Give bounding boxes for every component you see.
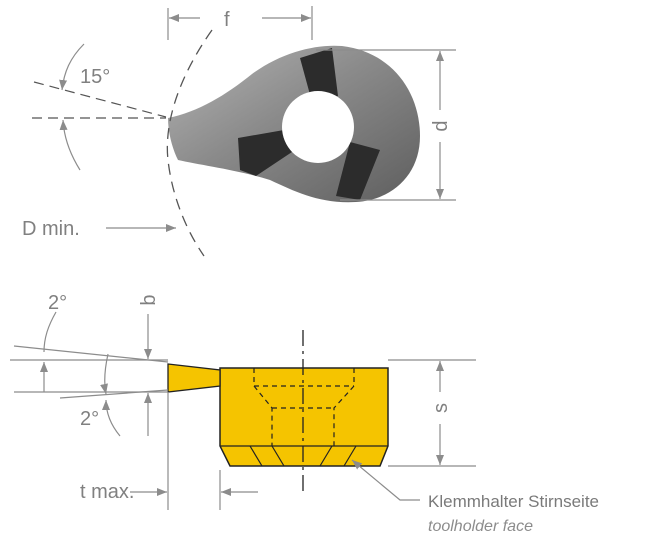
- angle-2-top-arc: [43, 311, 57, 353]
- label-angle-2-top: 2°: [48, 292, 67, 314]
- label-b: b: [138, 294, 160, 305]
- angle-2-bottom-line: [59, 389, 169, 399]
- angle-ref-slanted: [33, 81, 167, 118]
- angle-2-top-line: [13, 345, 169, 363]
- insert-side-body: [219, 367, 389, 467]
- insert-web-chamfers: [249, 445, 357, 467]
- label-f: f: [224, 9, 230, 31]
- label-holder-de: Klemmhalter Stirnseite: [428, 492, 599, 511]
- label-angle-15: 15°: [80, 66, 110, 88]
- label-angle-2-bottom: 2°: [80, 408, 99, 430]
- label-holder-en: toolholder face: [428, 518, 533, 535]
- angle-15-arc-upper: [59, 43, 85, 91]
- side-view: s b 2° 2° t max. Klemmhalter Stirnseite …: [10, 292, 599, 535]
- angle-2-bottom-arc-lower: [102, 399, 121, 437]
- label-d: d: [430, 120, 452, 131]
- holder-leader: [351, 459, 420, 501]
- angle-2-bottom-arc: [100, 353, 109, 395]
- insert-web-right: [336, 142, 380, 200]
- top-view: f d D min. 15°: [22, 6, 456, 257]
- label-d-min: D min.: [22, 218, 80, 240]
- insert-web-top: [300, 48, 338, 102]
- insert-cutting-tip: [167, 363, 221, 393]
- insert-bore: [282, 91, 354, 163]
- insert-web-left: [238, 130, 292, 176]
- angle-15-arc-lower: [59, 119, 81, 171]
- label-s: s: [430, 403, 452, 413]
- label-t-max: t max.: [80, 481, 134, 503]
